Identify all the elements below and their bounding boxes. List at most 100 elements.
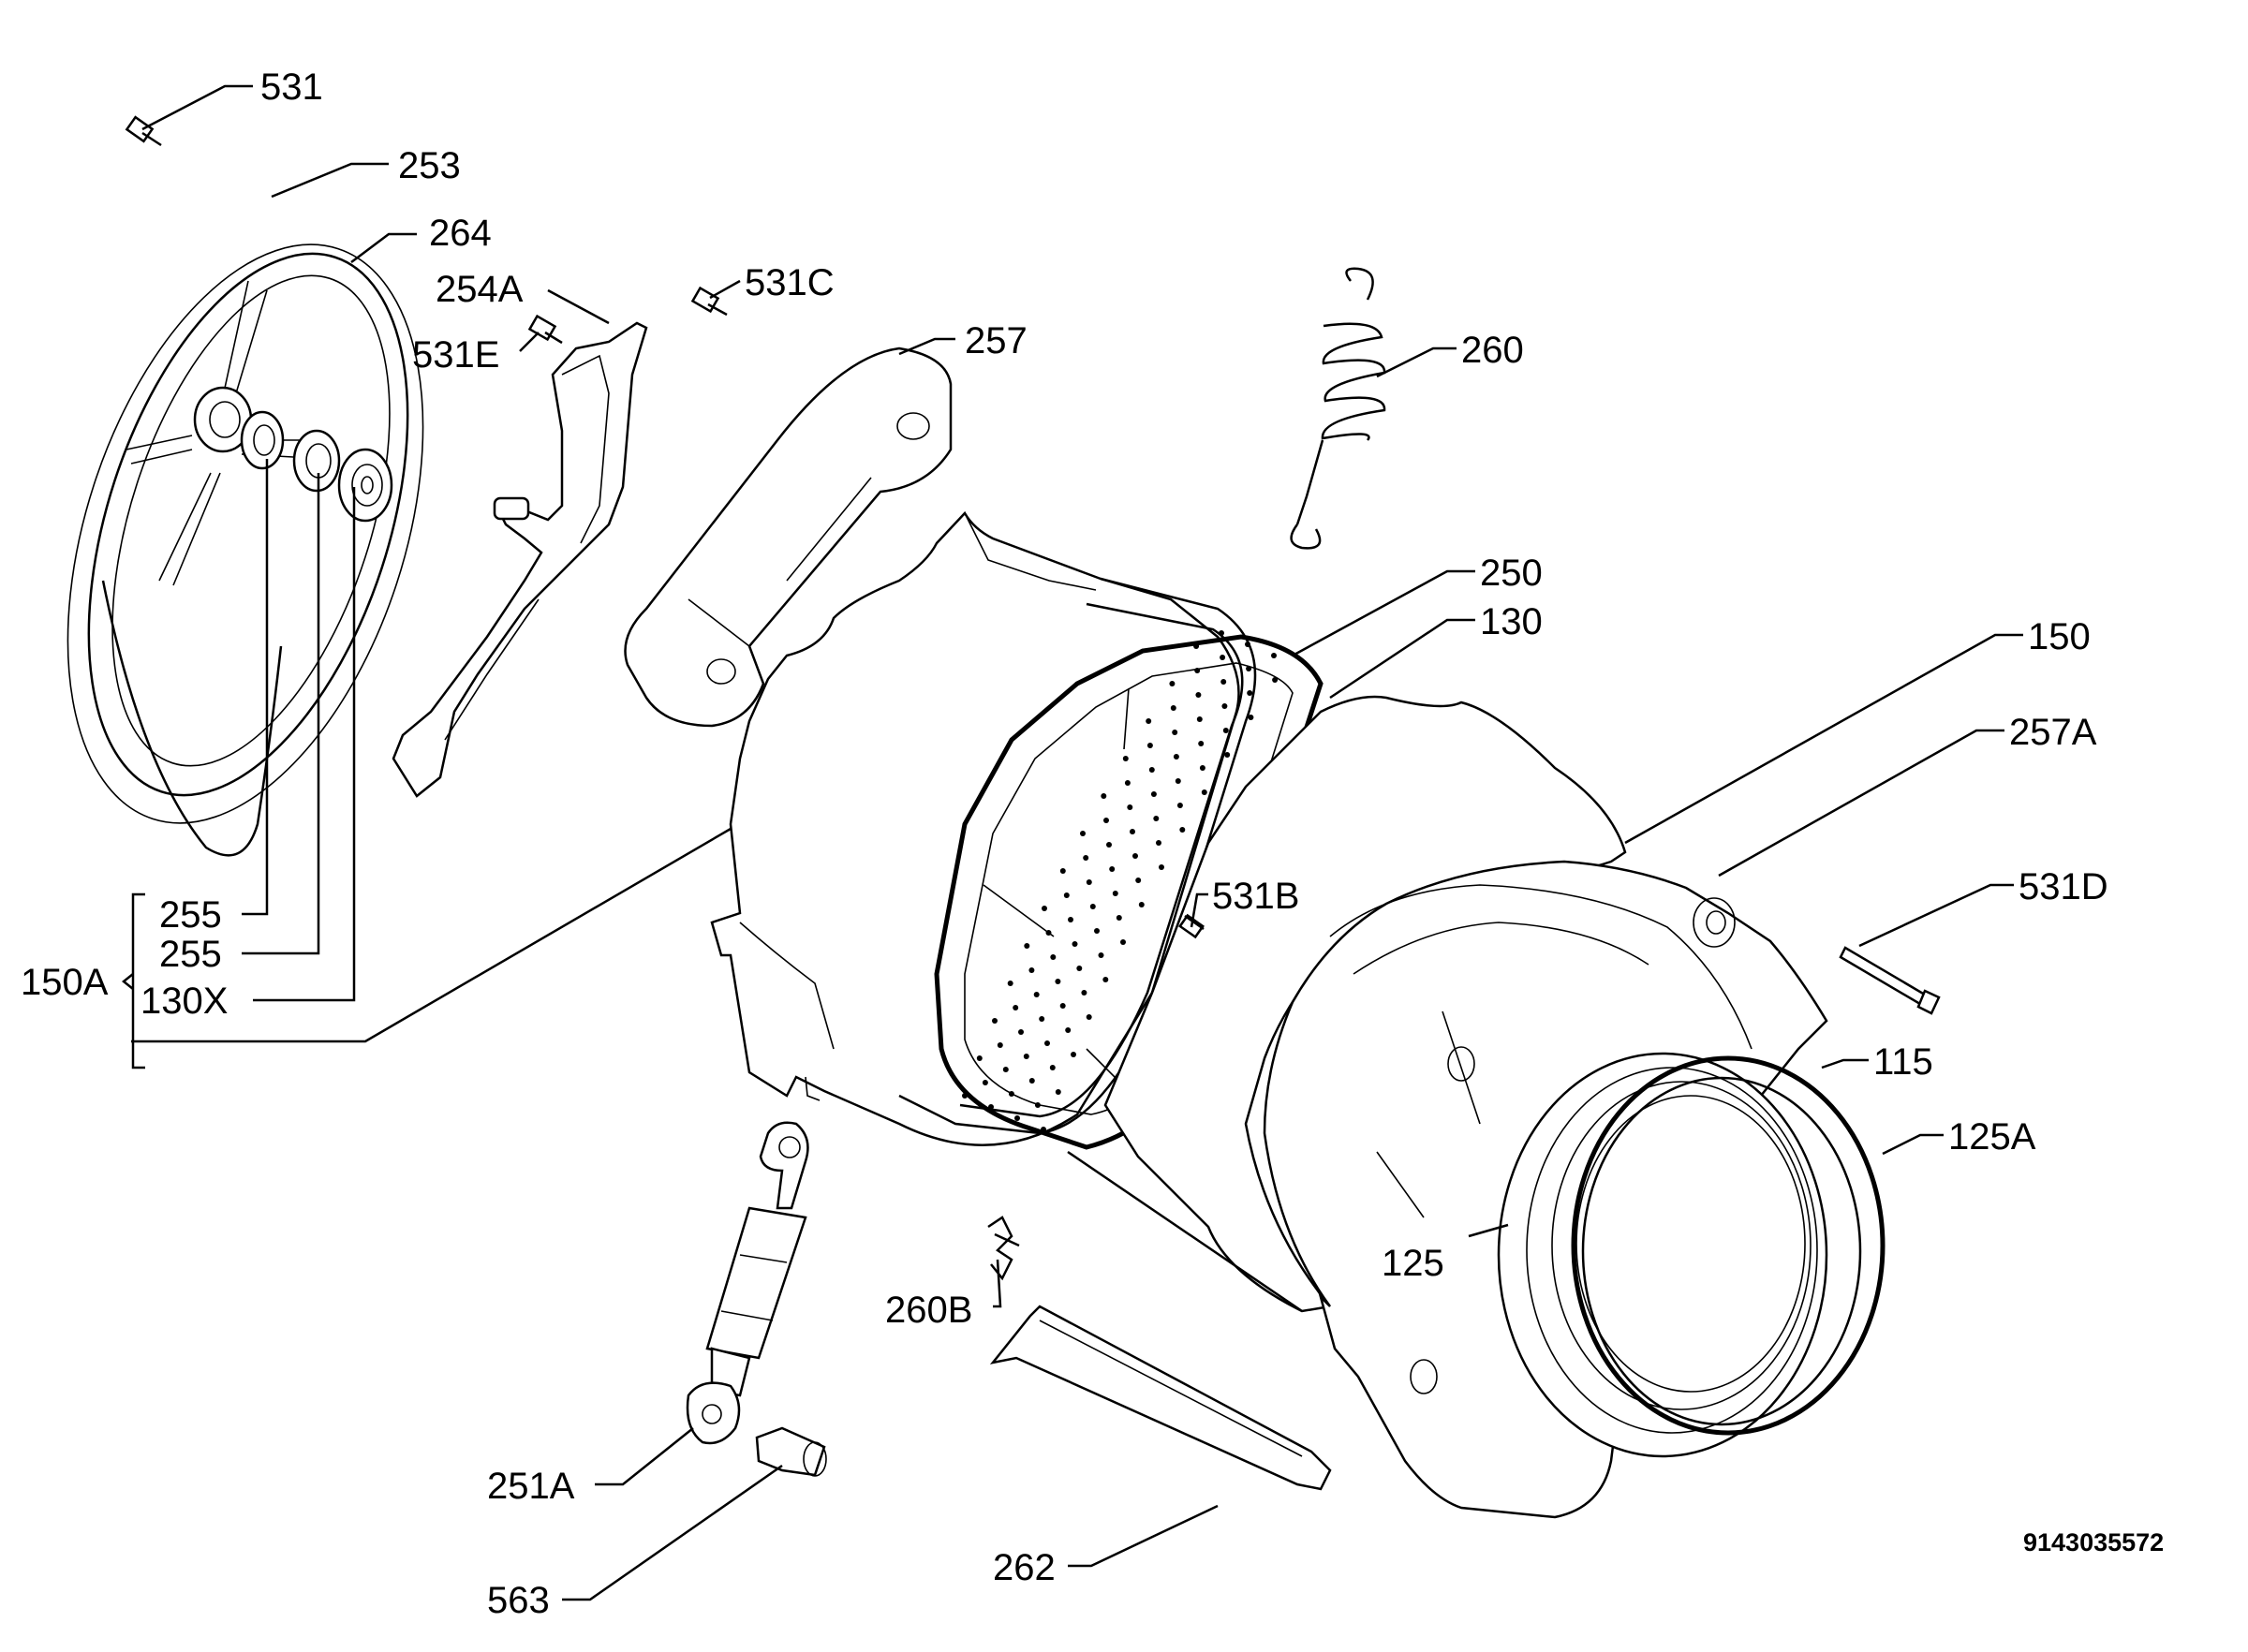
- perforation-dot: [1042, 906, 1047, 911]
- label-150: 150: [2028, 616, 2091, 657]
- perforation-dot: [1195, 692, 1202, 698]
- perforation-dot: [1122, 756, 1129, 761]
- label-262: 262: [993, 1547, 1056, 1588]
- perforation-dot: [1007, 981, 1013, 986]
- label-254A: 254A: [436, 269, 524, 310]
- perforation-dot: [1072, 941, 1078, 947]
- clamp-ring-inner: [1581, 1076, 1862, 1426]
- perforation-dot: [1049, 1065, 1056, 1070]
- perforation-dot: [1116, 915, 1122, 921]
- perforation-dot: [1086, 1014, 1092, 1020]
- perforation-dot: [1196, 716, 1203, 722]
- label-531E: 531E: [412, 334, 499, 376]
- label-531C: 531C: [745, 262, 835, 303]
- label-260B: 260B: [885, 1290, 972, 1331]
- perforation-dot: [976, 1055, 983, 1061]
- perforation-dot: [1219, 630, 1224, 636]
- perforation-dot: [1023, 1054, 1029, 1059]
- perforation-dot: [1153, 816, 1160, 821]
- callout-labels: 531 253 264 254A 531C 531E 257 260 250 1…: [21, 66, 2164, 1621]
- label-125A: 125A: [1948, 1116, 2036, 1158]
- perforation-dot: [992, 1018, 998, 1024]
- perforation-dot: [1138, 902, 1145, 907]
- perforation-dot: [1132, 853, 1138, 859]
- perforation-dot: [1089, 904, 1096, 909]
- perforation-dot: [1201, 789, 1207, 795]
- perforation-dot: [1068, 917, 1073, 922]
- counterweight-top: [624, 347, 953, 728]
- label-264: 264: [429, 213, 492, 254]
- perforation-dot: [997, 1042, 1003, 1048]
- perforation-dot: [1173, 754, 1179, 760]
- label-257A: 257A: [2009, 712, 2097, 753]
- bolt-563: [755, 1426, 827, 1477]
- label-257: 257: [965, 320, 1028, 361]
- perforation-dot: [1028, 967, 1035, 973]
- perforation-dot: [1172, 730, 1178, 735]
- perforation-dot: [1080, 831, 1086, 836]
- perforation-dot: [1102, 977, 1109, 982]
- perforation-dot: [1198, 741, 1205, 746]
- perforation-dot: [1101, 793, 1107, 799]
- perforation-dot: [1076, 966, 1083, 971]
- strip-262: [989, 1305, 1332, 1491]
- perforation-dot: [1059, 1003, 1066, 1009]
- door-seal: [1497, 1052, 1828, 1458]
- perforation-dot: [1013, 1005, 1019, 1010]
- label-255-lower: 255: [159, 934, 222, 975]
- perforation-dot: [1024, 943, 1030, 949]
- perforation-dot: [1224, 752, 1231, 758]
- label-253: 253: [398, 145, 461, 186]
- perforation-dot: [1002, 1067, 1009, 1072]
- perforation-dot: [1220, 655, 1226, 660]
- label-563: 563: [487, 1580, 550, 1621]
- bearing-set: [240, 410, 393, 523]
- clamp-ring-outer: [1571, 1055, 1886, 1436]
- label-125: 125: [1382, 1243, 1444, 1284]
- perforation-dot: [1039, 1016, 1045, 1022]
- label-260: 260: [1461, 330, 1524, 371]
- perforation-dot: [1156, 840, 1161, 846]
- perforation-dot: [1271, 653, 1277, 658]
- perforation-dot: [1018, 1029, 1024, 1035]
- label-130: 130: [1480, 601, 1543, 642]
- label-531: 531: [260, 66, 323, 108]
- label-255-upper: 255: [159, 894, 222, 936]
- perforation-dot: [1063, 892, 1070, 898]
- perforation-dot: [1055, 979, 1061, 984]
- document-number: 9143035572: [2023, 1528, 2164, 1556]
- leader-lines: [121, 84, 2023, 1601]
- drum-perforations: [962, 630, 1279, 1132]
- perforation-dot: [1272, 677, 1279, 683]
- perforation-dot: [1179, 827, 1186, 833]
- label-130X: 130X: [140, 981, 228, 1022]
- label-115: 115: [1873, 1041, 1933, 1083]
- perforation-dot: [1103, 818, 1109, 823]
- perforation-dot: [982, 1080, 988, 1085]
- perforation-dot: [1014, 1115, 1020, 1121]
- perforation-dot: [1159, 864, 1164, 870]
- long-screw-531D: [1839, 946, 1941, 1015]
- perforation-dot: [1248, 715, 1254, 720]
- perforation-dot: [1170, 705, 1176, 711]
- perforation-dot: [1127, 804, 1133, 810]
- perforation-dot: [1106, 842, 1112, 848]
- perforation-dot: [1169, 681, 1176, 686]
- perforation-dot: [1221, 703, 1228, 709]
- label-150A: 150A: [21, 962, 109, 1003]
- perforation-dot: [1130, 829, 1135, 834]
- perforation-dot: [1065, 1027, 1072, 1033]
- perforation-dot: [1086, 879, 1092, 885]
- perforation-dot: [1175, 778, 1181, 784]
- perforation-dot: [1146, 718, 1152, 724]
- perforation-dot: [1050, 954, 1057, 960]
- perforation-dot: [1094, 928, 1100, 934]
- label-531D: 531D: [2019, 866, 2108, 907]
- label-251A: 251A: [487, 1466, 575, 1507]
- clip-260B: [987, 1216, 1020, 1281]
- perforation-dot: [1135, 878, 1142, 883]
- label-250: 250: [1480, 553, 1543, 594]
- perforation-dot: [1059, 868, 1066, 874]
- perforation-dot: [1150, 791, 1157, 797]
